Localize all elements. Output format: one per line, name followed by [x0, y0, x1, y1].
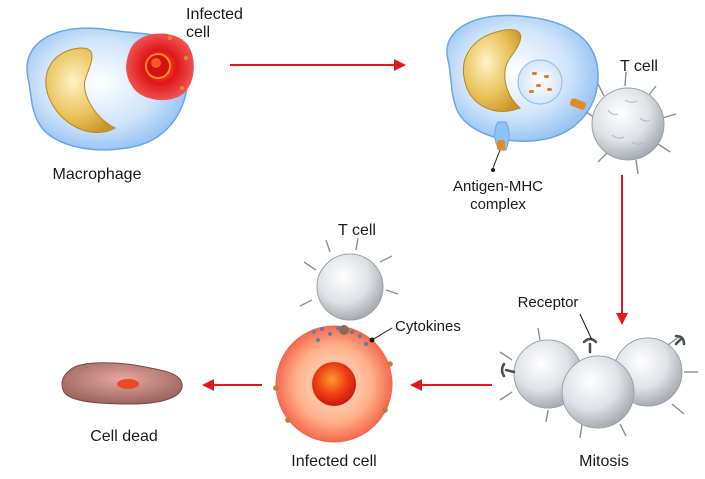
infected-cell-target	[273, 325, 393, 443]
cytokine-dots	[312, 326, 368, 346]
t-cell-bottom-label: T cell	[338, 222, 376, 239]
antigen-mhc-pointer-dot	[491, 168, 495, 172]
cell-dead-label: Cell dead	[90, 428, 158, 445]
infected-cell-label-top-line: Infected cell	[186, 6, 243, 41]
antigen-mhc-label: Antigen-MHC complex	[452, 178, 544, 213]
mitosis-t-cells	[499, 327, 698, 439]
cytokines-label: Cytokines	[395, 318, 461, 335]
t-cell-bottom	[299, 237, 399, 321]
macrophage-label: Macrophage	[52, 166, 142, 183]
receptor-pointer-line	[579, 313, 593, 341]
t-cell-top	[585, 71, 677, 175]
antigen-presenting-macrophage	[446, 14, 599, 151]
mitosis-label: Mitosis	[579, 453, 629, 470]
infected-cell-label-bottom: Infected cell	[291, 453, 377, 470]
receptor-label: Receptor	[517, 294, 579, 311]
cytokines-pointer-line	[371, 327, 393, 341]
t-cell-top-label: T cell	[620, 58, 658, 75]
dead-cell	[61, 362, 183, 405]
antigen-mhc-pointer-line	[492, 149, 501, 169]
infected-cell-engulfed	[126, 33, 194, 101]
infected-cell-label-top: Infected cell	[186, 6, 243, 42]
